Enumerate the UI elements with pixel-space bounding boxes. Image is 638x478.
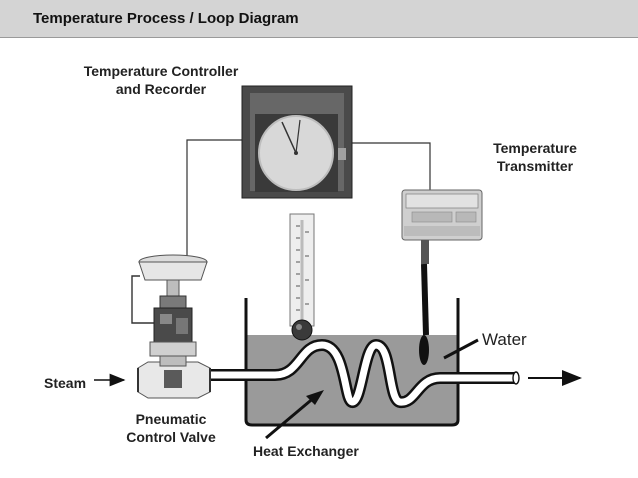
process-diagram <box>94 85 582 440</box>
controller-label: Temperature Controller and Recorder <box>72 62 250 98</box>
tank <box>244 298 460 427</box>
controller-to-valve-wire <box>186 139 242 258</box>
water-pointer <box>443 338 479 360</box>
valve-label: Pneumatic Control Valve <box>118 410 224 446</box>
page-title: Temperature Process / Loop Diagram <box>33 10 299 27</box>
heat-exchanger-coil <box>208 338 520 408</box>
actuator-air-line <box>131 275 162 324</box>
valve-label-line1: Pneumatic <box>135 411 207 427</box>
valve-label-line2: Control Valve <box>126 429 216 445</box>
controller-recorder <box>241 85 353 199</box>
heat-exchanger-label: Heat Exchanger <box>253 443 359 459</box>
pneumatic-control-valve <box>137 254 211 399</box>
heat-exchanger-arrowhead <box>306 390 324 405</box>
water-label: Water <box>482 330 527 349</box>
transmitter-label: Temperature Transmitter <box>482 139 588 175</box>
controller-label-line1: Temperature Controller <box>83 63 239 79</box>
steam-label: Steam <box>44 375 87 391</box>
temperature-transmitter <box>401 189 483 365</box>
transmitter-label-line1: Temperature <box>493 140 577 156</box>
controller-label-line2: and Recorder <box>115 81 207 97</box>
temperature-probe <box>419 335 429 365</box>
transmitter-label-line2: Transmitter <box>496 158 574 174</box>
thermometer <box>289 213 315 341</box>
title-bar: Temperature Process / Loop Diagram <box>0 0 638 38</box>
controller-to-transmitter-wire <box>350 142 431 190</box>
heat-exchanger-pointer <box>265 394 317 440</box>
